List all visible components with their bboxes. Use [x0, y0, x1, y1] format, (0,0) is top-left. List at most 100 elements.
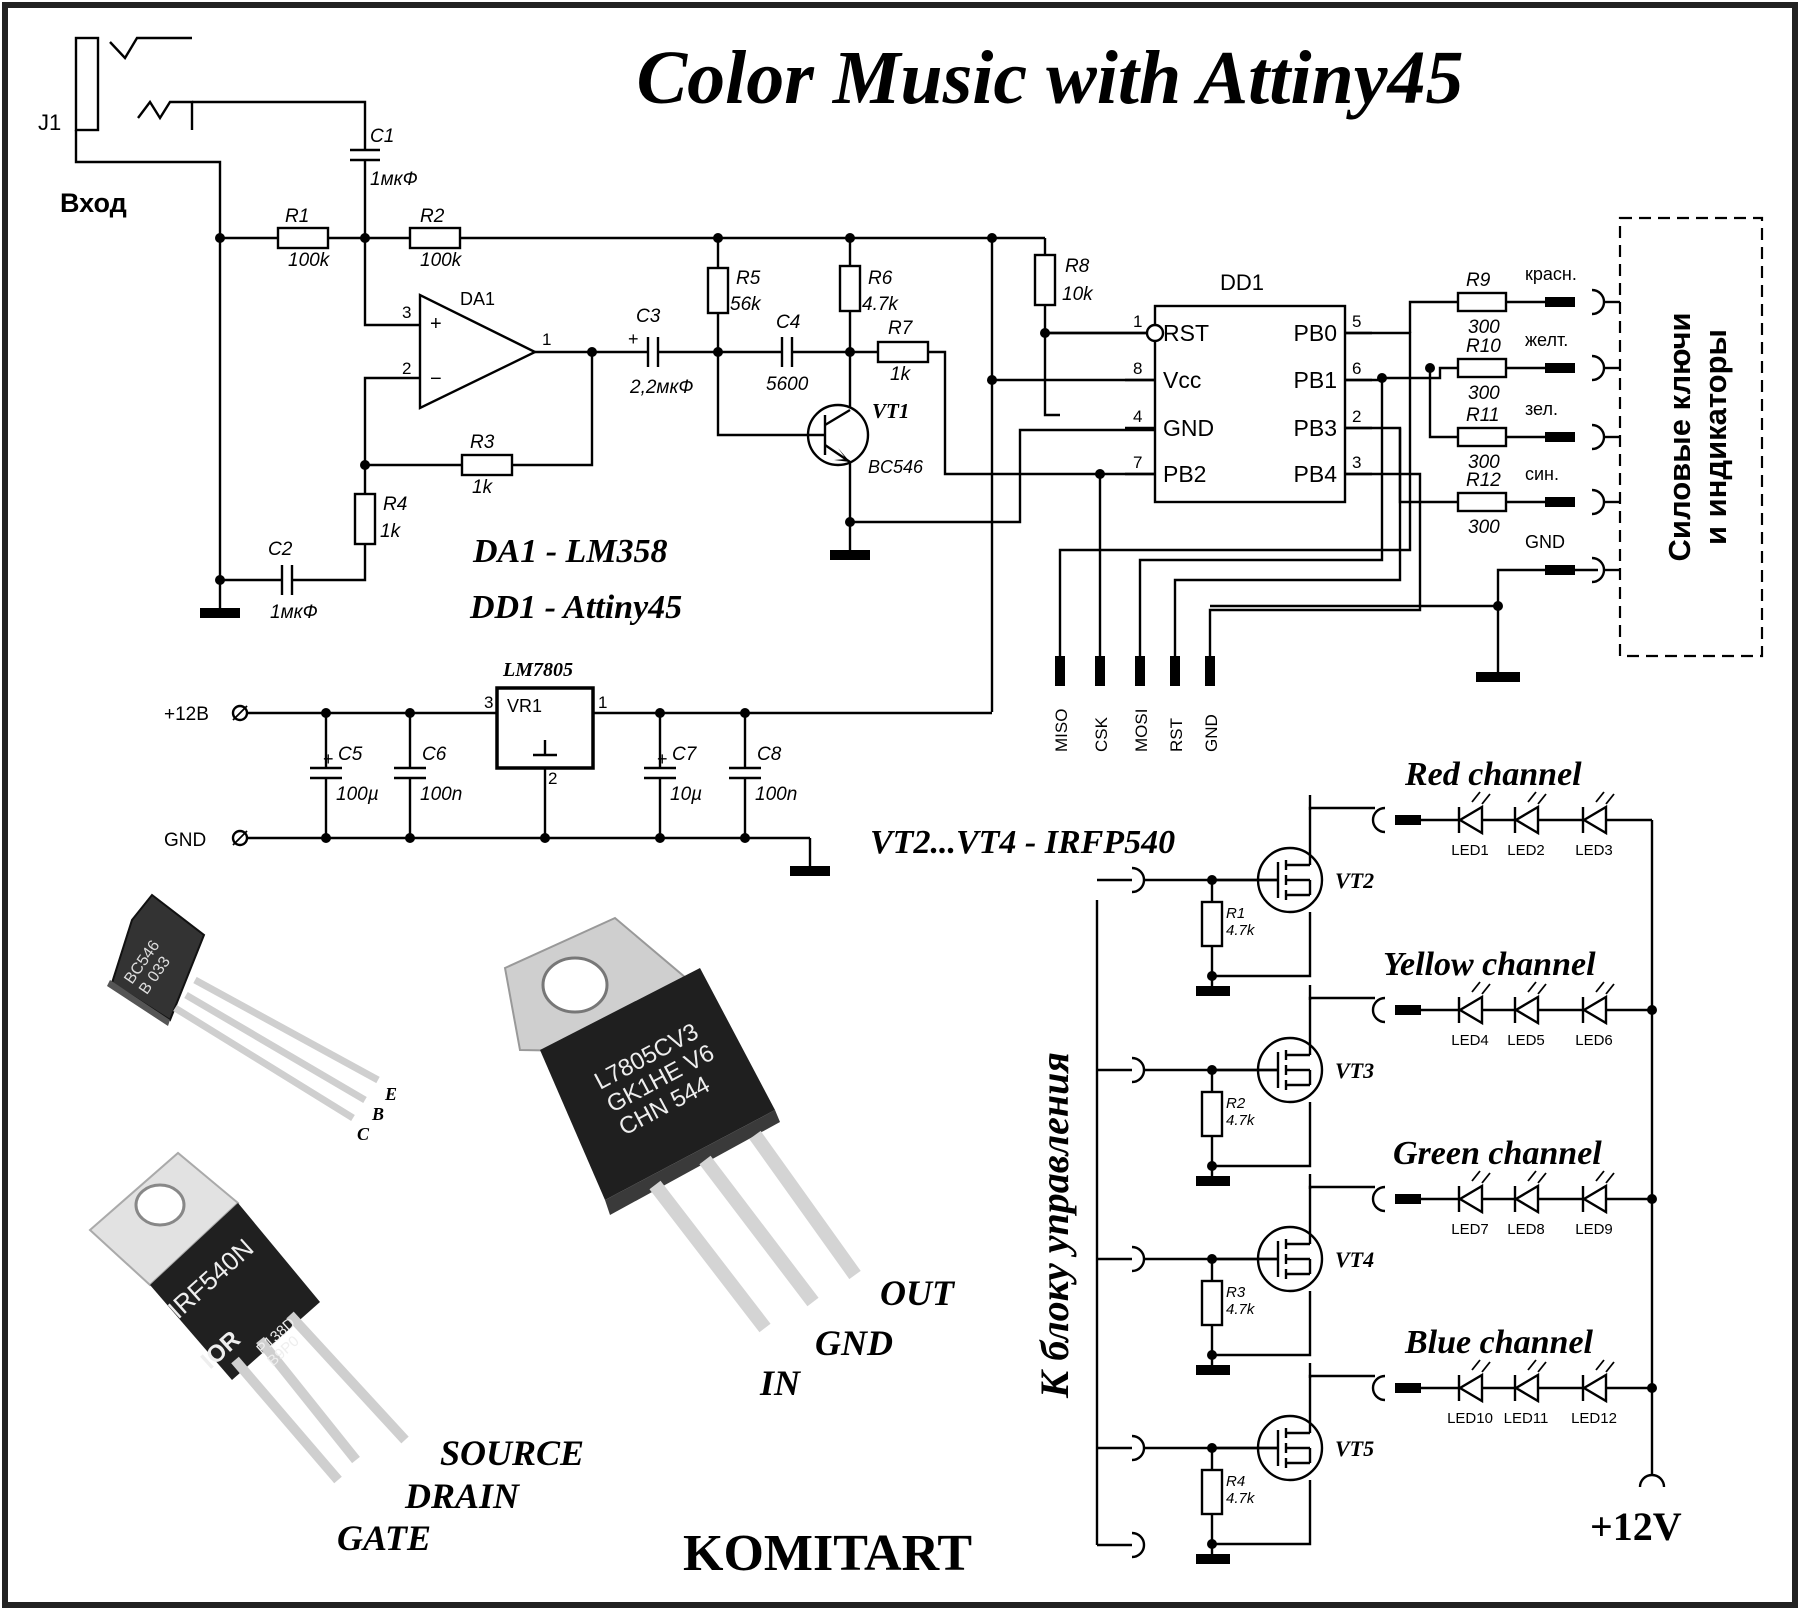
cap-ref: C8	[757, 744, 782, 765]
dd1-pin-num: 7	[1133, 453, 1142, 472]
svg-text:4.7k: 4.7k	[1226, 922, 1256, 939]
pin-label: C	[357, 1124, 370, 1144]
svg-text:DD1: DD1	[1220, 270, 1264, 295]
jack-j1: J1 Вход	[38, 36, 194, 218]
output-plug	[1545, 432, 1575, 442]
pin-label: B	[371, 1104, 384, 1124]
note-da1: DA1 - LM358	[472, 533, 668, 570]
svg-text:R1: R1	[1226, 905, 1245, 922]
svg-text:2: 2	[402, 359, 411, 378]
svg-text:GND: GND	[164, 830, 206, 851]
power-block-label: Силовые ключии индикаторы	[1662, 313, 1733, 562]
mosfet-ref: VT4	[1335, 1247, 1374, 1272]
svg-text:C3: C3	[636, 306, 661, 327]
led-icon	[1457, 804, 1484, 836]
dd1-pin-pb1: PB1	[1294, 367, 1337, 393]
dd1-pin-num: 2	[1352, 407, 1361, 426]
dd1-pin-num: 5	[1352, 312, 1361, 331]
svg-text:1мкФ: 1мкФ	[270, 602, 318, 623]
svg-text:+12В: +12В	[164, 704, 209, 725]
led-icon	[1513, 1372, 1540, 1404]
dd1-pin-num: 6	[1352, 359, 1361, 378]
isp-pin	[1205, 656, 1215, 686]
r1	[276, 226, 330, 250]
resistor-r12	[1456, 491, 1508, 513]
svg-text:5600: 5600	[766, 374, 809, 395]
svg-text:3: 3	[402, 303, 411, 322]
svg-text:R3: R3	[1226, 1284, 1246, 1301]
channel-name: Blue channel	[1404, 1324, 1594, 1361]
svg-text:1k: 1k	[890, 364, 912, 385]
svg-text:300: 300	[1468, 452, 1500, 473]
pulldown-resistor	[1200, 900, 1224, 948]
svg-text:4.7k: 4.7k	[1226, 1490, 1256, 1507]
led-icon	[1581, 994, 1608, 1026]
svg-text:R4: R4	[383, 494, 407, 515]
isp-label: RST	[1167, 718, 1186, 752]
r6	[838, 264, 862, 313]
cap-ref: C6	[422, 744, 447, 765]
svg-text:1: 1	[542, 330, 551, 349]
dd1-pin-pb4: PB4	[1294, 461, 1338, 487]
svg-text:BC546: BC546	[868, 457, 924, 477]
cap-ref: C7	[672, 744, 698, 765]
cap-value: 100µ	[336, 784, 379, 805]
pin-label: IN	[759, 1363, 802, 1403]
dd1-pin-gnd: GND	[1163, 415, 1214, 441]
isp-pin	[1170, 656, 1180, 686]
led-label: LED7	[1451, 1221, 1489, 1238]
dd1-pin-rst: RST	[1163, 320, 1209, 346]
pin-label: E	[384, 1084, 397, 1104]
svg-text:1k: 1k	[472, 477, 494, 498]
svg-text:300: 300	[1468, 517, 1500, 538]
dd1-pin-pb0: PB0	[1294, 320, 1337, 346]
pin-label: GND	[815, 1323, 893, 1363]
svg-text:R6: R6	[868, 268, 893, 289]
led-label: LED11	[1504, 1410, 1549, 1427]
svg-text:3: 3	[484, 693, 493, 712]
cap-value: 100n	[755, 784, 797, 805]
led-label: LED5	[1507, 1032, 1545, 1049]
led-icon	[1457, 994, 1484, 1026]
jack-ref: J1	[38, 110, 61, 135]
dd1-pin-pb2: PB2	[1163, 461, 1206, 487]
isp-label: MISO	[1052, 709, 1071, 752]
svg-text:4.7k: 4.7k	[1226, 1301, 1256, 1318]
dd1-pin-num: 4	[1133, 407, 1142, 426]
svg-text:C4: C4	[776, 312, 800, 333]
svg-text:R4: R4	[1226, 1473, 1245, 1490]
led-icon	[1581, 804, 1608, 836]
svg-text:+: +	[628, 329, 639, 349]
svg-text:VT1: VT1	[872, 399, 909, 423]
svg-text:DA1: DA1	[460, 289, 495, 309]
dd1-pin-num: 8	[1133, 359, 1142, 378]
led-label: LED8	[1507, 1221, 1545, 1238]
svg-text:1: 1	[598, 693, 607, 712]
svg-text:R9: R9	[1466, 270, 1491, 291]
resistor-r10	[1456, 357, 1508, 379]
isp-pin	[1055, 656, 1065, 686]
mosfet-ref: VT2	[1335, 868, 1374, 893]
svg-text:C1: C1	[370, 126, 394, 147]
r7	[876, 340, 930, 364]
regulator-vr1: LM7805 VR1 3 1 2	[484, 659, 607, 838]
led-label: LED9	[1575, 1221, 1613, 1238]
svg-text:1k: 1k	[380, 521, 402, 542]
svg-text:VR1: VR1	[507, 696, 542, 716]
svg-text:C2: C2	[268, 539, 293, 560]
pulldown-resistor	[1200, 1279, 1224, 1327]
svg-text:2: 2	[548, 769, 557, 788]
isp-label: GND	[1202, 714, 1221, 752]
output-plug	[1545, 497, 1575, 507]
cap-ref: C5	[338, 744, 363, 765]
svg-text:2,2мкФ: 2,2мкФ	[629, 377, 694, 398]
output-label: красн.	[1525, 264, 1577, 284]
led-icon	[1457, 1372, 1484, 1404]
note-vt: VT2...VT4 - IRFP540	[870, 824, 1175, 861]
photo-bc546: BC546B 033	[107, 893, 380, 1121]
note-dd1: DD1 - Attiny45	[469, 589, 682, 626]
